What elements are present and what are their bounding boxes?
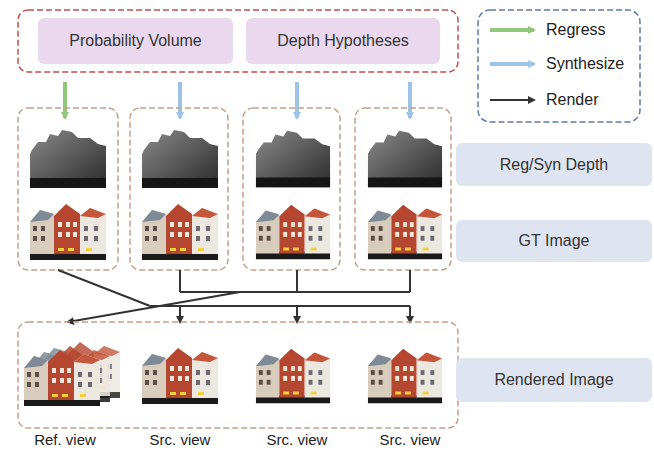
view-label: Src. view [380, 431, 441, 448]
node-label: Depth Hypotheses [277, 32, 409, 50]
view-label: Src. view [267, 431, 328, 448]
legend-label: Regress [546, 21, 606, 39]
view-label: Src. view [150, 431, 211, 448]
legend-label: Synthesize [546, 55, 624, 73]
row-label-box: GT Image [456, 220, 652, 262]
view-label: Ref. view [34, 431, 96, 448]
module-box: Probability Volume [38, 18, 233, 64]
row-label-box: Rendered Image [456, 358, 652, 402]
module-box: Depth Hypotheses [246, 18, 440, 64]
row-label-box: Reg/Syn Depth [456, 143, 652, 186]
node-label: Reg/Syn Depth [500, 156, 609, 174]
node-label: GT Image [519, 232, 590, 250]
node-label: Rendered Image [494, 371, 613, 389]
legend-label: Render [546, 91, 598, 109]
node-label: Probability Volume [69, 32, 202, 50]
